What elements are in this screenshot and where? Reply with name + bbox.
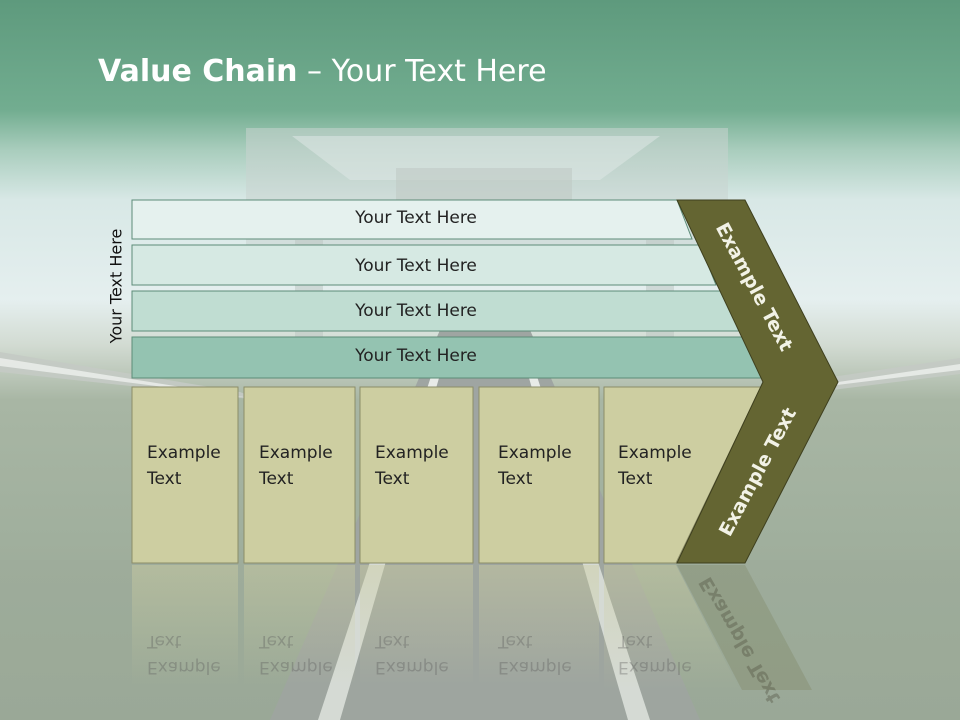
box-text-line: Text xyxy=(147,469,182,489)
row-text-4: Your Text Here xyxy=(355,346,477,366)
reflection-line: Example xyxy=(618,657,692,677)
reflection-line: Example xyxy=(259,657,333,677)
box-reflection xyxy=(244,565,355,685)
reflection-line: Text xyxy=(375,631,410,651)
row-text-1: Your Text Here xyxy=(355,208,477,228)
title-rest: – Your Text Here xyxy=(297,54,547,89)
margin-chevron xyxy=(676,199,839,564)
box-text-line: Example xyxy=(618,443,692,463)
box-text-line: Example xyxy=(147,443,221,463)
reflection-line: Example xyxy=(498,657,572,677)
box-text-line: Text xyxy=(498,469,533,489)
row-band-1 xyxy=(131,199,693,240)
activity-box-1 xyxy=(131,386,239,564)
reflection-line: Text xyxy=(147,631,182,651)
box-text-line: Text xyxy=(259,469,294,489)
reflection-text: Example Text xyxy=(375,628,471,680)
reflection-line: Text xyxy=(498,631,533,651)
reflection-text: Example Text xyxy=(618,628,714,680)
activity-box-5 xyxy=(603,386,762,564)
box-reflection xyxy=(604,565,740,690)
reflection-text: Example Text xyxy=(498,628,594,680)
reflection-text: Example Text xyxy=(147,628,243,680)
activity-box-2 xyxy=(243,386,356,564)
activity-box-3 xyxy=(359,386,474,564)
box-text-line: Text xyxy=(618,469,653,489)
box-reflection xyxy=(132,565,238,685)
box-text-line: Example xyxy=(259,443,333,463)
box-reflection xyxy=(479,565,599,685)
box-text-line: Text xyxy=(375,469,410,489)
box-text-line: Example xyxy=(375,443,449,463)
reflection-line: Example xyxy=(147,657,221,677)
box-text-line: Example xyxy=(498,443,572,463)
reflection-text: Example Text xyxy=(259,628,355,680)
activity-box-4 xyxy=(478,386,600,564)
title-bold: Value Chain xyxy=(98,54,298,89)
box-reflection xyxy=(360,565,473,685)
reflection-line: Example xyxy=(375,657,449,677)
row-text-3: Your Text Here xyxy=(355,301,477,321)
slide-title: Value Chain – Your Text Here xyxy=(98,54,547,89)
chevron-reflection xyxy=(677,565,812,690)
reflection-line: Text xyxy=(618,631,653,651)
row-band-2 xyxy=(131,244,717,286)
reflection-line: Text xyxy=(259,631,294,651)
row-text-2: Your Text Here xyxy=(355,256,477,276)
